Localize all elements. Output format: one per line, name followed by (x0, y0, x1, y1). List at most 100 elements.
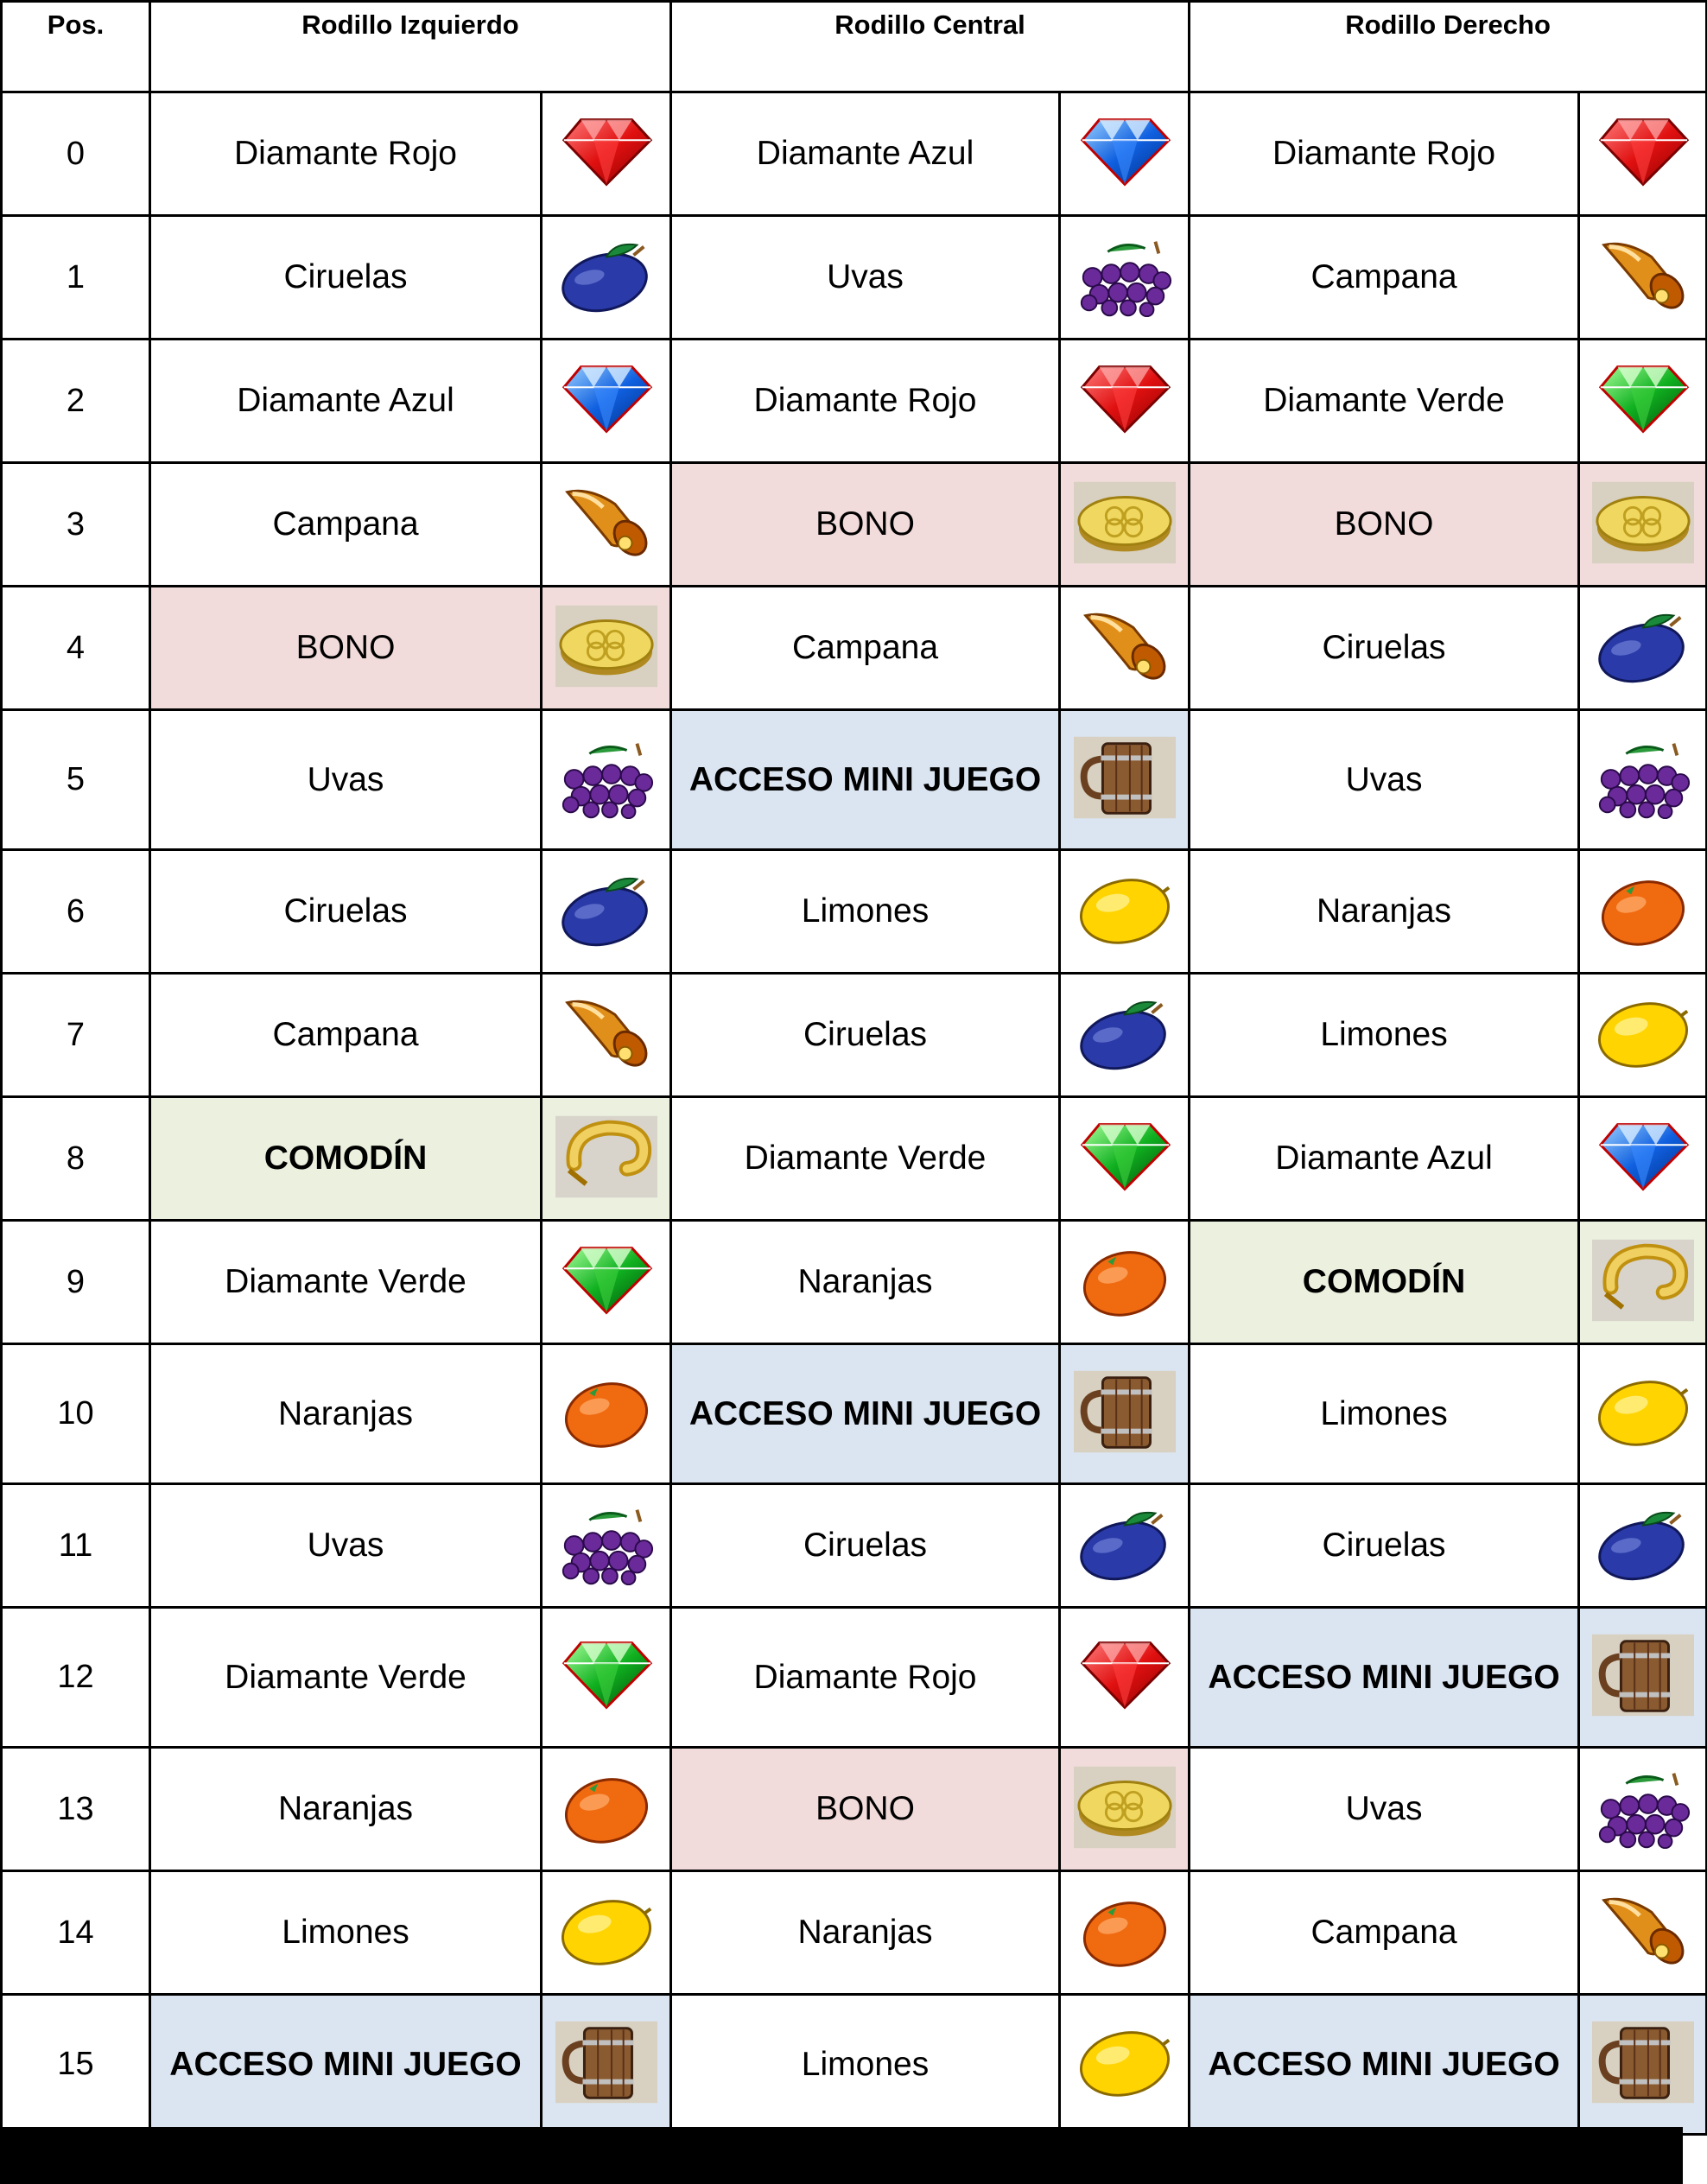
center-reel-symbol-icon-cell (1058, 461, 1191, 587)
right-reel-symbol-icon-cell (1577, 1746, 1707, 1872)
position-cell: 7 (0, 972, 151, 1098)
left-reel-symbol-name: Diamante Rojo (149, 91, 543, 217)
bell-icon (555, 481, 657, 564)
center-reel-symbol-name: ACCESO MINI JUEGO (669, 1343, 1062, 1485)
center-reel-symbol-icon-cell (1058, 1482, 1191, 1609)
center-reel-symbol-name: Diamante Rojo (669, 338, 1062, 464)
orange-icon (555, 1766, 657, 1849)
orange-icon (1592, 868, 1694, 951)
wooden-mug-icon (1591, 2021, 1694, 2104)
lemon-icon (1074, 868, 1176, 951)
lemon-icon (555, 1889, 657, 1972)
left-reel-symbol-name: Uvas (149, 1482, 543, 1609)
position-cell: 14 (0, 1870, 151, 1996)
lemon-icon (1592, 1370, 1694, 1453)
position-cell: 12 (0, 1606, 151, 1749)
left-reel-symbol-icon-cell (539, 1606, 673, 1749)
left-reel-symbol-name: BONO (149, 585, 543, 711)
position-cell: 11 (0, 1482, 151, 1609)
left-reel-symbol-icon-cell (539, 972, 673, 1098)
left-reel-symbol-icon-cell (539, 461, 673, 587)
left-reel-symbol-icon-cell (539, 1870, 673, 1996)
left-reel-symbol-icon-cell (539, 338, 673, 464)
center-reel-symbol-name: BONO (669, 1746, 1062, 1872)
center-reel-symbol-icon-cell (1058, 1219, 1191, 1345)
bonus-coin-icon (1073, 481, 1176, 564)
grapes-icon (555, 736, 657, 819)
center-reel-symbol-icon-cell (1058, 708, 1191, 851)
right-reel-symbol-icon-cell (1577, 972, 1707, 1098)
center-reel-symbol-name: Naranjas (669, 1870, 1062, 1996)
red-diamond-icon (555, 111, 657, 194)
center-reel-symbol-icon-cell (1058, 1993, 1191, 2136)
horseshoe-icon (1591, 1239, 1694, 1322)
orange-icon (1074, 1239, 1176, 1322)
right-reel-symbol-name: Uvas (1188, 1746, 1581, 1872)
center-reel-symbol-icon-cell (1058, 1606, 1191, 1749)
wooden-mug-icon (555, 2021, 657, 2104)
position-cell: 13 (0, 1746, 151, 1872)
right-reel-symbol-icon-cell (1577, 1095, 1707, 1222)
plum-icon (1074, 992, 1176, 1075)
right-reel-symbol-icon-cell (1577, 1993, 1707, 2136)
right-reel-symbol-name: ACCESO MINI JUEGO (1188, 1606, 1581, 1749)
position-cell: 6 (0, 848, 151, 975)
orange-icon (1074, 1889, 1176, 1972)
left-reel-symbol-icon-cell (539, 1993, 673, 2136)
bell-icon (1074, 605, 1176, 688)
left-reel-symbol-icon-cell (539, 585, 673, 711)
center-reel-symbol-name: Campana (669, 585, 1062, 711)
right-reel-symbol-icon-cell (1577, 91, 1707, 217)
green-diamond-icon (1592, 358, 1694, 441)
left-reel-symbol-name: Limones (149, 1870, 543, 1996)
right-reel-symbol-name: Ciruelas (1188, 585, 1581, 711)
position-cell: 15 (0, 1993, 151, 2136)
plum-icon (555, 868, 657, 951)
center-reel-symbol-icon-cell (1058, 848, 1191, 975)
left-reel-symbol-name: Uvas (149, 708, 543, 851)
center-reel-symbol-name: Naranjas (669, 1219, 1062, 1345)
grapes-icon (555, 1502, 657, 1585)
lemon-icon (1592, 992, 1694, 1075)
wooden-mug-icon (1591, 1634, 1694, 1717)
left-reel-symbol-name: Diamante Verde (149, 1219, 543, 1345)
left-reel-symbol-icon-cell (539, 1343, 673, 1485)
left-reel-symbol-icon-cell (539, 214, 673, 340)
plum-icon (1074, 1502, 1176, 1585)
bell-icon (555, 992, 657, 1075)
left-reel-symbol-icon-cell (539, 848, 673, 975)
right-reel-symbol-name: Naranjas (1188, 848, 1581, 975)
grapes-icon (1074, 234, 1176, 317)
left-reel-symbol-name: Naranjas (149, 1746, 543, 1872)
center-reel-symbol-name: Ciruelas (669, 1482, 1062, 1609)
center-reel-symbol-name: Diamante Rojo (669, 1606, 1062, 1749)
left-reel-symbol-name: Ciruelas (149, 214, 543, 340)
bonus-coin-icon (1591, 481, 1694, 564)
header-left-reel: Rodillo Izquierdo (148, 0, 673, 93)
left-reel-symbol-icon-cell (539, 708, 673, 851)
horseshoe-icon (555, 1115, 657, 1198)
position-cell: 8 (0, 1095, 151, 1222)
header-row: Pos. Rodillo Izquierdo Rodillo Central R… (0, 0, 1707, 93)
left-reel-symbol-name: Diamante Verde (149, 1606, 543, 1749)
red-diamond-icon (1074, 1634, 1176, 1717)
right-reel-symbol-icon-cell (1577, 1343, 1707, 1485)
left-reel-symbol-name: Ciruelas (149, 848, 543, 975)
header-pos: Pos. (0, 0, 151, 93)
right-reel-symbol-name: Diamante Azul (1188, 1095, 1581, 1222)
center-reel-symbol-name: Diamante Verde (669, 1095, 1062, 1222)
right-reel-symbol-name: ACCESO MINI JUEGO (1188, 1993, 1581, 2136)
position-cell: 2 (0, 338, 151, 464)
right-reel-symbol-name: BONO (1188, 461, 1581, 587)
